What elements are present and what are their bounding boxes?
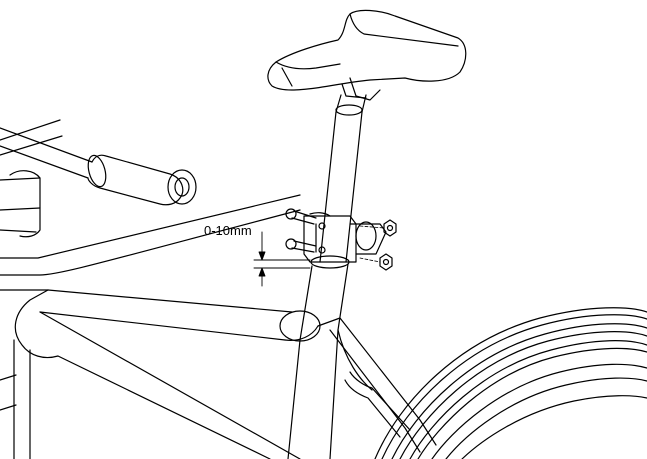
down-tube <box>0 195 300 459</box>
bolt-lower <box>286 239 316 252</box>
seat-clamp-bracket <box>304 213 386 262</box>
dimension-indicator <box>254 232 310 286</box>
handlebar <box>0 128 196 205</box>
dimension-label: 0-10mm <box>204 223 252 238</box>
nut-lower <box>380 254 392 270</box>
top-tube <box>40 290 340 341</box>
nut-upper <box>384 220 396 236</box>
seat-tube <box>288 256 372 459</box>
saddle <box>268 10 466 100</box>
assembly-guide-lines <box>360 226 384 262</box>
bolt-upper <box>286 209 316 224</box>
head-tube <box>0 120 62 459</box>
rear-wheel <box>375 308 647 459</box>
seat-post <box>320 95 366 262</box>
seat-stay <box>330 318 436 452</box>
